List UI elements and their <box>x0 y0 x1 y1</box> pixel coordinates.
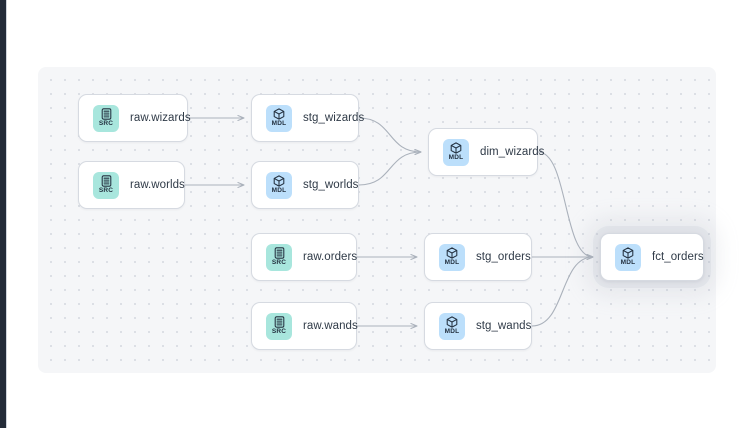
lineage-node-raw_orders[interactable]: SRC raw.orders <box>251 233 357 281</box>
cube-icon: MDL <box>439 243 465 271</box>
node-type-badge-label: MDL <box>444 259 460 266</box>
database-icon: SRC <box>93 171 119 199</box>
node-label: fct_orders <box>652 251 704 263</box>
database-icon: SRC <box>266 312 292 340</box>
node-label: stg_worlds <box>303 179 359 191</box>
lineage-node-raw_wands[interactable]: SRC raw.wands <box>251 302 358 350</box>
node-label: stg_wizards <box>303 112 365 124</box>
lineage-node-raw_wizards[interactable]: SRC raw.wizards <box>78 94 191 142</box>
cube-icon: MDL <box>615 243 641 271</box>
node-type-badge-label: SRC <box>271 259 287 266</box>
lineage-node-dim_wizards[interactable]: MDL dim_wizards <box>428 128 544 176</box>
database-icon: SRC <box>266 243 292 271</box>
lineage-node-raw_worlds[interactable]: SRC raw.worlds <box>78 161 185 209</box>
node-type-badge-label: SRC <box>98 187 114 194</box>
node-type-badge-label: MDL <box>444 328 460 335</box>
node-label: raw.orders <box>303 251 358 263</box>
database-icon: SRC <box>93 104 119 132</box>
node-label: stg_orders <box>476 251 531 263</box>
sidebar-rail <box>0 0 7 428</box>
node-label: dim_wizards <box>480 146 545 158</box>
node-label: raw.wands <box>303 320 358 332</box>
node-type-badge-label: SRC <box>271 328 287 335</box>
node-type-badge-label: MDL <box>271 120 287 127</box>
lineage-node-stg_worlds[interactable]: MDL stg_worlds <box>251 161 359 209</box>
node-type-badge-label: MDL <box>448 154 464 161</box>
cube-icon: MDL <box>266 104 292 132</box>
node-type-badge-label: MDL <box>271 187 287 194</box>
node-label: raw.worlds <box>130 179 185 191</box>
lineage-node-stg_orders[interactable]: MDL stg_orders <box>424 233 532 281</box>
lineage-node-stg_wands[interactable]: MDL stg_wands <box>424 302 532 350</box>
node-type-badge-label: MDL <box>620 259 636 266</box>
lineage-node-stg_wizards[interactable]: MDL stg_wizards <box>251 94 364 142</box>
cube-icon: MDL <box>439 312 465 340</box>
lineage-node-fct_orders[interactable]: MDL fct_orders <box>600 233 704 281</box>
node-type-badge-label: SRC <box>98 120 114 127</box>
node-label: raw.wizards <box>130 112 191 124</box>
cube-icon: MDL <box>266 171 292 199</box>
node-label: stg_wands <box>476 320 532 332</box>
cube-icon: MDL <box>443 138 469 166</box>
